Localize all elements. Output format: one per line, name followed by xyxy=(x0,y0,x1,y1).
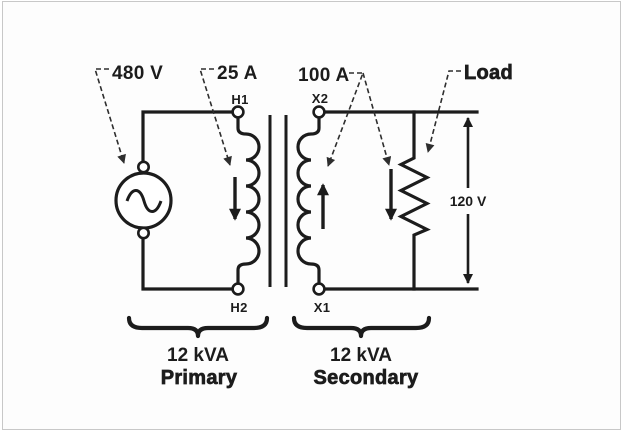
primary-brace xyxy=(126,315,270,339)
secondary-voltage-dimension: 120 V xyxy=(450,117,487,284)
primary-current-label: 25 A xyxy=(217,63,258,84)
primary-current-leader xyxy=(198,68,232,166)
terminal-h1-label: H1 xyxy=(231,92,248,107)
primary-circuit xyxy=(114,105,261,296)
secondary-current-leader-load xyxy=(362,72,392,166)
callout-leaders xyxy=(93,68,461,167)
load-resistor xyxy=(397,110,431,291)
transformer-circuit-diagram: 120 V 480 V 25 A 100 A Load H1 X2 H2 X1 … xyxy=(93,62,513,389)
primary-brace-group: 12 kVA Primary xyxy=(126,315,270,389)
ac-source xyxy=(114,160,173,240)
terminal-h2-label: H2 xyxy=(230,300,247,315)
primary-rating-label: 12 kVA xyxy=(167,345,229,366)
sine-wave-icon xyxy=(125,189,163,213)
transformer-core xyxy=(268,115,288,287)
source-bottom-terminal xyxy=(137,226,151,240)
secondary-rating-label: 12 kVA xyxy=(330,345,392,366)
secondary-brace-group: 12 kVA Secondary xyxy=(291,315,432,389)
load-leader xyxy=(425,70,461,153)
secondary-current-label: 100 A xyxy=(298,65,350,86)
primary-bottom-wire xyxy=(141,231,240,291)
load-label: Load xyxy=(464,62,513,84)
secondary-voltage-label: 120 V xyxy=(450,193,487,209)
current-arrows xyxy=(229,169,397,229)
primary-top-wire xyxy=(141,110,240,169)
primary-name-label: Primary xyxy=(161,367,238,389)
terminal-h1 xyxy=(231,105,245,119)
secondary-coil xyxy=(296,112,321,288)
terminal-x1-label: X1 xyxy=(314,300,331,315)
terminal-x2-label: X2 xyxy=(312,91,329,106)
terminal-h2 xyxy=(231,282,245,296)
source-voltage-leader xyxy=(93,68,126,164)
primary-coil xyxy=(236,112,261,288)
secondary-brace xyxy=(291,315,432,339)
source-top-terminal xyxy=(137,160,151,174)
terminal-x2 xyxy=(312,105,326,119)
secondary-name-label: Secondary xyxy=(314,367,420,389)
secondary-current-leader-coil xyxy=(326,72,365,167)
source-voltage-label: 480 V xyxy=(112,63,163,84)
terminal-x1 xyxy=(312,282,326,296)
diagram-frame: 120 V 480 V 25 A 100 A Load H1 X2 H2 X1 … xyxy=(2,1,621,430)
secondary-circuit xyxy=(296,105,479,296)
